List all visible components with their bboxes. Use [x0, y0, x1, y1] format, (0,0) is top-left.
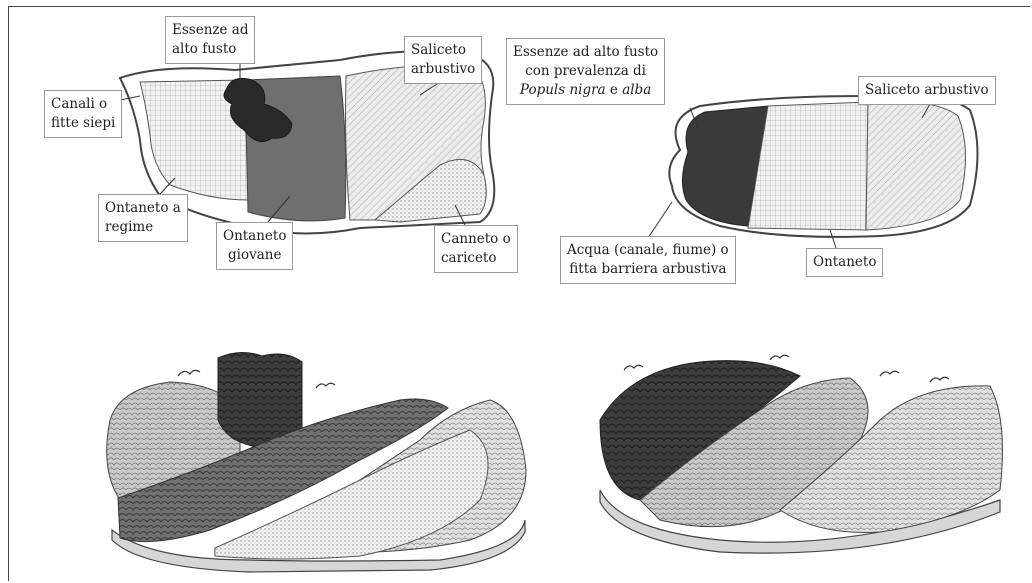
label-saliceto-arbustivo: Saliceto arbustivo — [404, 36, 482, 84]
label-ontaneto-a-regime: Ontaneto a regime — [98, 194, 188, 242]
label-line: giovane — [223, 246, 286, 265]
label-line: Ontaneto — [813, 253, 876, 272]
label-line: regime — [105, 218, 181, 237]
label-right-ontaneto: Ontaneto — [806, 248, 883, 277]
label-line: Saliceto — [411, 41, 475, 60]
label-canali-fitte-siepi: Canali o fitte siepi — [44, 90, 122, 138]
bird-icon — [880, 371, 899, 376]
bird-icon — [770, 355, 789, 360]
right-ontaneto-zone — [748, 102, 868, 230]
leader-right-acqua — [648, 202, 672, 238]
label-acqua-barriera: Acqua (canale, fiume) o fitta barriera a… — [560, 236, 736, 284]
label-canneto-cariceto: Canneto o cariceto — [434, 225, 518, 273]
label-line-species: Populs nigra e alba — [513, 81, 658, 100]
label-line: Essenze ad — [172, 21, 248, 40]
label-line: Saliceto arbustivo — [865, 81, 989, 100]
label-line: cariceto — [441, 249, 511, 268]
label-line: con prevalenza di — [513, 62, 658, 81]
label-line: fitte siepi — [51, 114, 115, 133]
right-3d-illustration — [600, 355, 1002, 553]
label-line: Ontaneto a — [105, 199, 181, 218]
label-line: Canneto o — [441, 230, 511, 249]
label-line: Canali o — [51, 95, 115, 114]
label-right-saliceto: Saliceto arbustivo — [858, 76, 996, 105]
label-essenze-populus: Essenze ad alto fusto con prevalenza di … — [506, 38, 665, 105]
species-alba: alba — [622, 82, 651, 98]
bird-icon — [930, 377, 949, 382]
label-line: Acqua (canale, fiume) o — [567, 241, 729, 260]
label-line: Ontaneto — [223, 227, 286, 246]
left-3d-illustration — [107, 352, 526, 572]
label-line: Essenze ad alto fusto — [513, 43, 658, 62]
species-join: e — [606, 82, 623, 98]
species-nigra: Populs nigra — [520, 82, 606, 98]
label-line: alto fusto — [172, 40, 248, 59]
label-line: arbustivo — [411, 60, 475, 79]
right-plan-diagram — [648, 94, 978, 248]
bird-icon — [316, 383, 335, 388]
label-line: fitta barriera arbustiva — [567, 260, 729, 279]
bird-icon — [178, 370, 200, 376]
label-essenze-alto-fusto: Essenze ad alto fusto — [165, 16, 255, 64]
label-ontaneto-giovane: Ontaneto giovane — [216, 222, 293, 270]
bird-icon — [624, 365, 643, 370]
